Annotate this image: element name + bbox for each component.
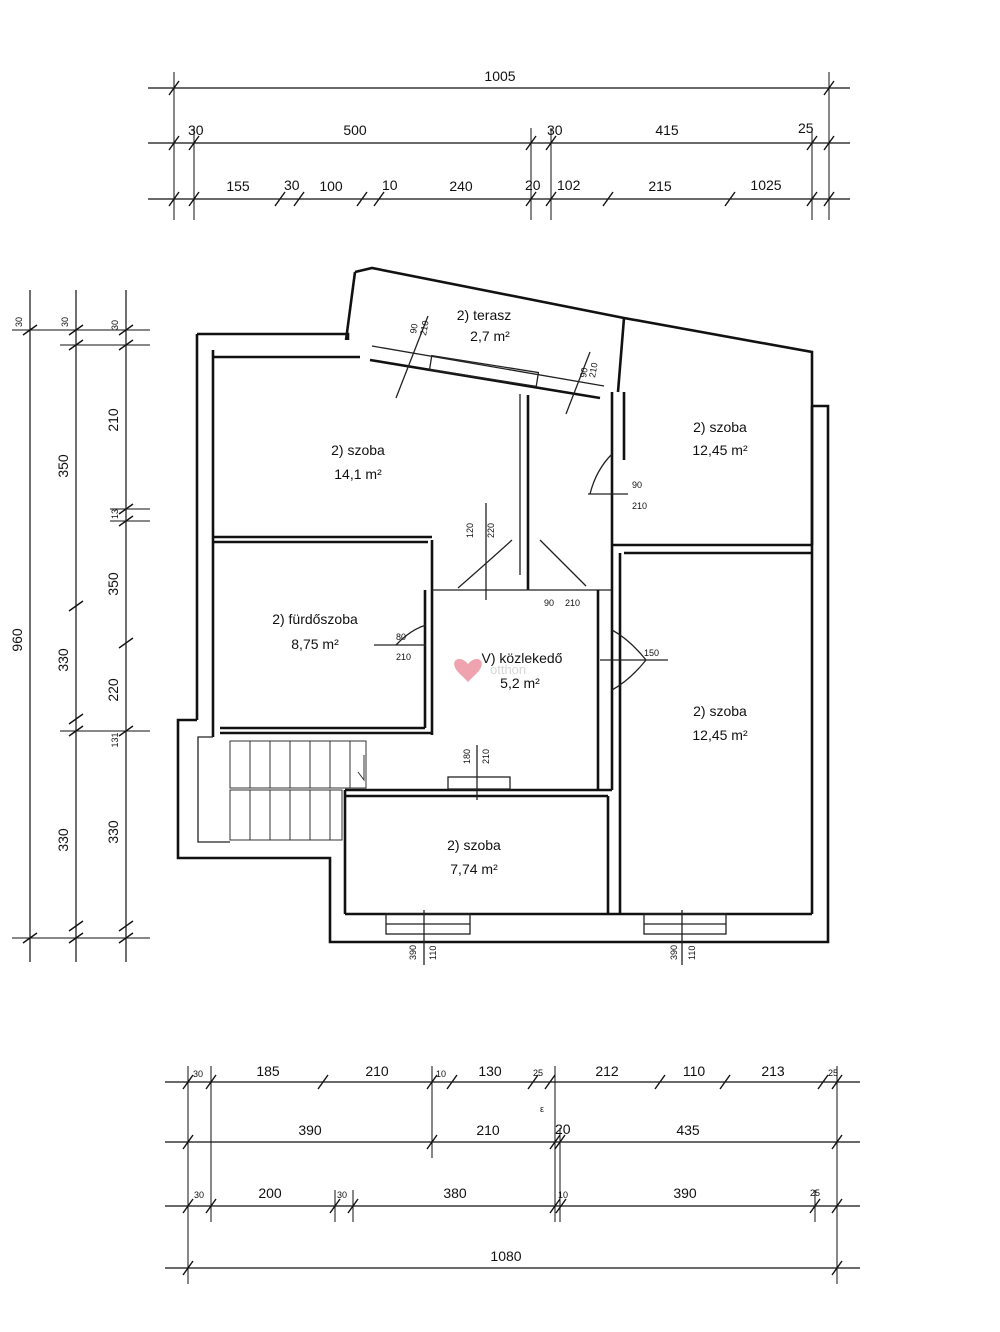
room-e-area: 12,45 m²	[692, 727, 748, 743]
hall-south-h: 210	[481, 749, 491, 764]
dim-left-c1-top: 30	[14, 317, 24, 327]
left-dimension-labels: 960 30 30 350 330 330 30 210 13 350 220 …	[9, 317, 121, 852]
dim-left-c3-7: 131	[110, 732, 120, 747]
dim-left-c2-2: 350	[55, 454, 71, 478]
openings: 90 210 90 210 90 210 120 220 90 210 80 2…	[374, 315, 727, 965]
room-ne-name: 2) szoba	[693, 419, 747, 435]
watermark-text: otthon	[490, 662, 526, 677]
room-e-name: 2) szoba	[693, 703, 747, 719]
door-hall-east: 150	[644, 648, 659, 658]
top-dimension-chains	[148, 72, 850, 220]
dim-top-r2-5: 25	[798, 120, 814, 136]
dim-left-c2-3: 330	[55, 648, 71, 672]
dim-top-r3-3: 100	[319, 178, 343, 194]
dim-bot-total: 1080	[490, 1248, 521, 1264]
door-bath-w: 80	[396, 632, 406, 642]
room-nw-name: 2) szoba	[331, 442, 385, 458]
window-e-w: 390	[669, 945, 679, 960]
dim-top-total: 1005	[484, 68, 515, 84]
door-nw-w: 120	[465, 523, 475, 538]
heart-icon	[454, 658, 482, 682]
dim-left-total: 960	[9, 628, 25, 652]
bottom-dimension-chains	[165, 1066, 860, 1284]
room-nw-area: 14,1 m²	[334, 466, 382, 482]
bottom-mark: ε	[540, 1104, 544, 1114]
dim-bot-r1-10: 25	[828, 1068, 838, 1078]
dim-bot-r2-2: 210	[476, 1122, 500, 1138]
bottom-dimension-labels: 30 185 210 10 130 25 212 110 213 25 ε 39…	[193, 1063, 838, 1264]
dim-bot-r1-2: 185	[256, 1063, 280, 1079]
door-small-w: 90	[544, 598, 554, 608]
dim-bot-r1-7: 212	[595, 1063, 619, 1079]
dim-bot-r3-7: 25	[810, 1188, 820, 1198]
dim-bot-r3-2: 200	[258, 1185, 282, 1201]
room-s-area: 7,74 m²	[450, 861, 498, 877]
door-bath-h: 210	[396, 652, 411, 662]
dim-bot-r2-4: 435	[676, 1122, 700, 1138]
dim-top-r3-6: 20	[525, 177, 541, 193]
dim-bot-r2-3: 20	[555, 1121, 571, 1137]
dim-top-r3-1: 155	[226, 178, 250, 194]
building-outline	[176, 266, 830, 944]
room-ne-area: 12,45 m²	[692, 442, 748, 458]
dim-top-r3-5: 240	[449, 178, 473, 194]
hall-south-w: 180	[462, 749, 472, 764]
door-nw-h: 220	[486, 523, 496, 538]
dim-bot-r1-3: 210	[365, 1063, 389, 1079]
dim-bot-r3-3: 30	[337, 1190, 347, 1200]
dim-left-c3-4: 350	[105, 572, 121, 596]
room-labels: 2) terasz 2,7 m² 2) szoba 14,1 m² 2) szo…	[272, 307, 748, 877]
dim-top-r3-4: 10	[382, 177, 398, 193]
dim-left-c3-3: 13	[110, 509, 120, 519]
dim-top-r3-7: 102	[557, 177, 581, 193]
dim-top-r3-8: 215	[648, 178, 672, 194]
hall-area: 5,2 m²	[500, 675, 540, 691]
dim-top-r2-3: 30	[547, 122, 563, 138]
terrace-area: 2,7 m²	[470, 328, 510, 344]
dim-bot-r1-1: 30	[193, 1069, 203, 1079]
left-dimension-chains	[12, 290, 150, 962]
dim-left-c3-5: 220	[105, 678, 121, 702]
room-s-name: 2) szoba	[447, 837, 501, 853]
hall-name: V) közlekedő	[482, 650, 563, 666]
dim-bot-r1-8: 110	[683, 1063, 706, 1079]
window-e-h: 110	[687, 946, 697, 960]
terrace-name: 2) terasz	[457, 307, 511, 323]
dim-bot-r1-4: 10	[436, 1069, 446, 1079]
dim-top-r2-4: 415	[655, 122, 679, 138]
top-dimension-labels: 1005 30 500 30 415 25 155 30 100 10 240 …	[188, 68, 814, 194]
dim-bot-r1-5: 130	[478, 1063, 502, 1079]
dim-left-c3-1: 30	[110, 320, 120, 330]
dim-left-c3-8: 330	[105, 820, 121, 844]
dim-top-r2-1: 30	[188, 122, 204, 138]
dim-top-r2-2: 500	[343, 122, 367, 138]
watermark: otthon	[454, 658, 526, 682]
dim-bot-r2-1: 390	[298, 1122, 322, 1138]
staircase	[229, 740, 367, 841]
dim-bot-r3-6: 390	[673, 1185, 697, 1201]
dim-bot-r3-5: 10	[558, 1190, 568, 1200]
bathroom-name: 2) fürdőszoba	[272, 611, 358, 627]
dim-bot-r1-6: 25	[533, 1068, 543, 1078]
door-terrace-1-w: 90	[408, 323, 420, 335]
door-ne-h: 210	[632, 501, 647, 511]
dim-left-c2-1: 30	[60, 317, 70, 327]
door-terrace-2-h: 210	[587, 362, 599, 379]
window-s-h: 110	[428, 946, 438, 960]
window-s-w: 390	[408, 945, 418, 960]
dim-top-r3-2: 30	[284, 177, 300, 193]
bathroom-area: 8,75 m²	[291, 636, 339, 652]
dim-left-c2-4: 330	[55, 828, 71, 852]
dim-left-c3-2: 210	[105, 408, 121, 432]
door-terrace-2-w: 90	[578, 367, 590, 379]
dim-bot-r3-4: 380	[443, 1185, 467, 1201]
dim-bot-r1-9: 213	[761, 1063, 785, 1079]
dim-top-r3-9: 1025	[750, 177, 781, 193]
door-small-h: 210	[565, 598, 580, 608]
door-terrace-1-h: 210	[418, 320, 430, 337]
door-ne-w: 90	[632, 480, 642, 490]
dim-bot-r3-1: 30	[194, 1190, 204, 1200]
